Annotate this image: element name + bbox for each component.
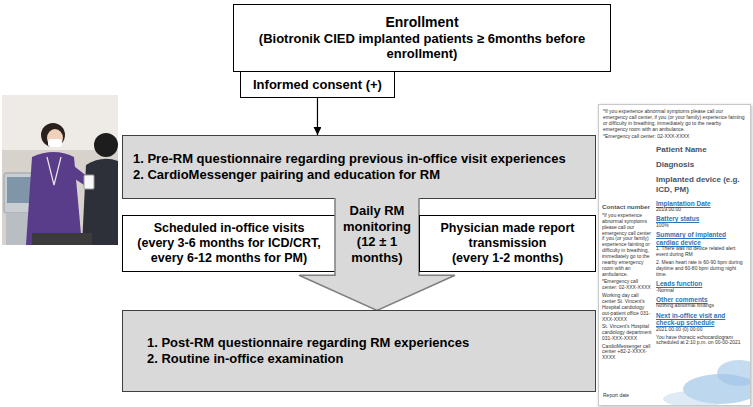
- box-text: Daily RM monitoring (12 ± 1 months): [335, 203, 419, 265]
- report-text: Diagnosis: [656, 160, 747, 169]
- report-text: *If you experience abnormal symptoms ple…: [602, 213, 652, 278]
- report-text: Report date: [603, 393, 663, 399]
- enrollment-box: Enrollment(Biotronik CIED implanted pati…: [233, 4, 611, 72]
- nurse-face: [47, 129, 63, 147]
- schedule-box: Scheduled in-office visits(every 3-6 mon…: [122, 215, 336, 272]
- report-text: 2019.00.00: [656, 207, 747, 213]
- wave-shape: [717, 360, 750, 386]
- report-text: St. Vincent's Hospital cardiology depart…: [602, 324, 652, 342]
- connector: [317, 98, 318, 135]
- report-text: *Emergency call center: 02-XXX-XXXX: [603, 134, 746, 140]
- process-box: 1. Pre-RM questionnaire regarding previo…: [122, 135, 596, 199]
- report-text: Nothing abnormal findings: [656, 303, 747, 309]
- report-column: Report date: [603, 393, 663, 402]
- report-text: -Normal: [656, 288, 747, 294]
- monitor-screen: [7, 177, 31, 203]
- box-text: 2. Routine in-office examination: [147, 351, 571, 367]
- report-column: Patient NameDiagnosisImplanted device (e…: [656, 145, 747, 391]
- box-text: 2. CardioMessenger pairing and education…: [133, 167, 585, 183]
- nurse-hair: [41, 123, 65, 147]
- report-document: *If you experience abnormal symptoms ple…: [598, 104, 751, 406]
- report-text: Implanted device (e.g. ICD, PM): [656, 175, 747, 194]
- report-text: Implantation Date: [656, 200, 747, 208]
- report-text: 2. Mean heart rate is 60-90 bpm during d…: [656, 260, 747, 278]
- box-text: (every 1-2 months): [426, 251, 589, 266]
- report-text: Patient Name: [656, 145, 747, 154]
- report-text: *Emergency call center: 02-XXX-XXXX: [602, 279, 652, 291]
- report-text: CardioMessenger call center +82-2-XXXX-X…: [602, 344, 652, 362]
- report-text: Leads function: [656, 280, 747, 288]
- report-column: *If you experience abnormal symptoms ple…: [603, 109, 746, 141]
- patient-body: [82, 159, 118, 245]
- box-text: Enrollment: [244, 14, 600, 31]
- report-text: 2021.00.00 (0) 00:00: [656, 327, 747, 333]
- report-text: Contact number: [602, 203, 652, 210]
- report-text: 100%: [656, 223, 747, 229]
- consent-box: Informed consent (+): [240, 71, 395, 99]
- box-text: 1. Post-RM questionnaire regarding RM ex…: [147, 335, 571, 351]
- report-text: Summary of implanted cardiac device: [656, 231, 747, 246]
- report-text: Battery status: [656, 215, 747, 223]
- patient-head: [94, 133, 118, 157]
- report-column: Contact number *If you experience abnorma…: [602, 203, 652, 391]
- report-text: *If you experience abnormal symptoms ple…: [603, 109, 746, 133]
- report-text: Other comments: [656, 296, 747, 304]
- box-text: 1. Pre-RM questionnaire regarding previo…: [133, 151, 585, 167]
- report-text: Working day call center St. Vincent's Ho…: [602, 293, 652, 322]
- box-text: (Biotronik CIED implanted patients ≥ 6mo…: [244, 31, 600, 62]
- photo-background: [2, 95, 118, 245]
- box-text: Physician made report transmission: [426, 221, 589, 251]
- cardiomessenger-device: [84, 175, 94, 189]
- box-text: Scheduled in-office visits: [129, 221, 329, 236]
- face-mask: [48, 139, 62, 147]
- process-box: 1. Post-RM questionnaire regarding RM ex…: [122, 310, 596, 392]
- report-text: You have thoracic echocardiogram schedul…: [656, 335, 747, 347]
- report-text: Next in-office visit and check-up schedu…: [656, 312, 747, 327]
- chair: [32, 233, 92, 245]
- photo-illustration: [2, 95, 118, 245]
- report-box: Physician made report transmission(every…: [419, 215, 596, 272]
- report-text: 1. There was no device related alert eve…: [656, 246, 747, 258]
- box-text: Informed consent (+): [253, 77, 382, 93]
- box-text: (every 3-6 months for ICD/CRT, every 6-1…: [129, 236, 329, 266]
- lanyard: [47, 157, 61, 185]
